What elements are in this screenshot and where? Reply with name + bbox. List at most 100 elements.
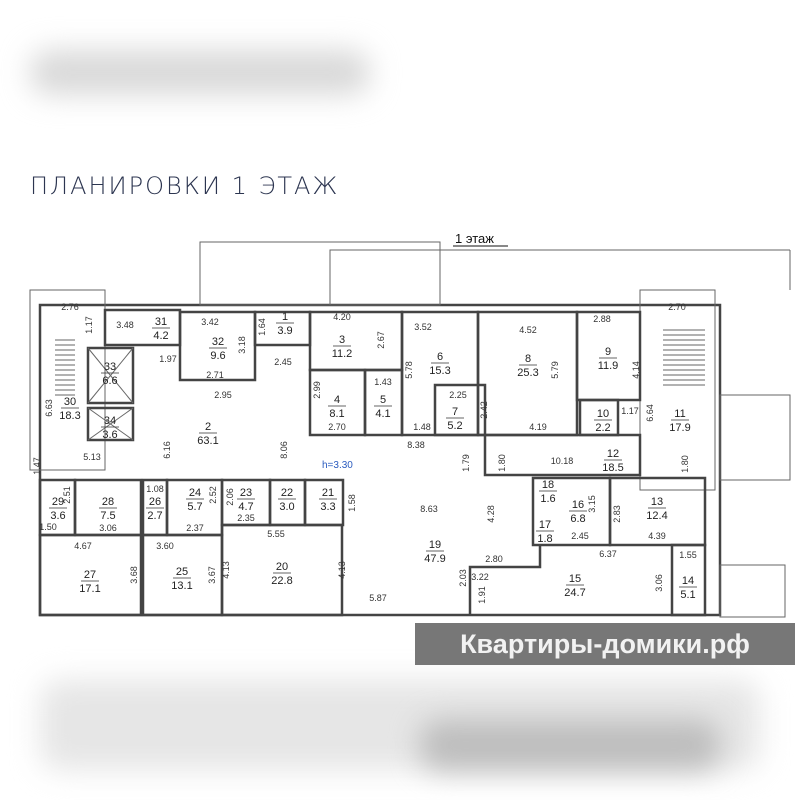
dimension-label: 6.16 — [162, 441, 172, 459]
room-28: 287.5 — [99, 496, 117, 522]
room-area: 3.6 — [102, 429, 117, 441]
room-21: 213.3 — [319, 487, 337, 513]
room-area: 24.7 — [564, 587, 585, 599]
dimension-label: 2.70 — [328, 422, 346, 432]
room-area: 22.8 — [271, 575, 292, 587]
dimension-label: 4.67 — [74, 541, 92, 551]
room-1: 13.9 — [276, 311, 294, 337]
room-7: 75.2 — [446, 406, 464, 432]
dimension-label: 3.06 — [654, 574, 664, 592]
room-area: 3.3 — [320, 501, 335, 513]
dimension-label: 2.45 — [571, 531, 589, 541]
room-number: 33 — [104, 361, 116, 373]
room-area: 63.1 — [197, 435, 218, 447]
dimension-label: 4.19 — [529, 422, 547, 432]
dimension-label: 2.67 — [376, 331, 386, 349]
room-number: 28 — [102, 496, 114, 508]
blurred-footer-dark — [420, 720, 720, 770]
room-area: 13.1 — [171, 580, 192, 592]
dimension-label: 6.63 — [44, 399, 54, 417]
room-area: 17.9 — [669, 422, 690, 434]
dimension-label: 4.20 — [333, 312, 351, 322]
room-area: 6.8 — [570, 513, 585, 525]
room-5: 54.1 — [374, 394, 392, 420]
room-area: 4.1 — [375, 408, 390, 420]
room-number: 32 — [212, 336, 224, 348]
dimension-label: 8.38 — [407, 440, 425, 450]
room-number: 23 — [240, 487, 252, 499]
dimension-label: 1.17 — [84, 316, 94, 334]
room-number: 19 — [429, 539, 441, 551]
room-number: 1 — [282, 311, 288, 323]
room-area: 15.3 — [429, 365, 450, 377]
dimension-label: 3.42 — [201, 317, 219, 327]
dimension-label: 2.70 — [668, 302, 686, 312]
dimension-label: 6.64 — [645, 404, 655, 422]
room-area: 4.2 — [153, 330, 168, 342]
room-number: 15 — [569, 573, 581, 585]
dimension-label: 1.91 — [477, 586, 487, 604]
dimension-label: 1.47 — [32, 457, 42, 475]
dimension-label: 3.48 — [116, 320, 134, 330]
dimension-label: 4.28 — [486, 505, 496, 523]
dimension-label: 3.06 — [99, 523, 117, 533]
dimension-label: 2.80 — [485, 554, 503, 564]
room-number: 14 — [682, 575, 694, 587]
dimension-label: 5.78 — [404, 361, 414, 379]
room-area: 3.6 — [50, 510, 65, 522]
room-10: 102.2 — [594, 408, 612, 434]
dimension-label: 2.83 — [612, 505, 622, 523]
room-6: 615.3 — [429, 351, 450, 377]
room-area: 6.6 — [102, 375, 117, 387]
room-14: 145.1 — [679, 575, 697, 601]
room-area: 2.7 — [147, 510, 162, 522]
room-29: 293.6 — [49, 496, 67, 522]
dimension-label: 3.22 — [471, 572, 489, 582]
room-area: 7.5 — [100, 510, 115, 522]
dimension-label: 1.80 — [680, 455, 690, 473]
room-number: 12 — [607, 448, 619, 460]
room-number: 3 — [339, 334, 345, 346]
room-number: 20 — [276, 561, 288, 573]
dimension-label: 2.76 — [61, 302, 79, 312]
room-area: 47.9 — [424, 553, 445, 565]
room-31: 314.2 — [152, 316, 170, 342]
room-11: 11 17.9 — [669, 408, 690, 434]
dimension-label: 2.51 — [62, 486, 72, 504]
room-area: 11.2 — [332, 348, 353, 360]
room-area: 25.3 — [517, 367, 538, 379]
stair-treads — [55, 329, 705, 396]
dimension-label: 2.88 — [593, 314, 611, 324]
dimension-label: 4.52 — [519, 325, 537, 335]
room-15: 15 24.7 — [564, 573, 585, 599]
room-area: 4.7 — [238, 501, 253, 513]
room-18: 181.6 — [539, 479, 557, 505]
room-2: 263.1 — [197, 421, 218, 447]
dimension-label: 3.52 — [414, 322, 432, 332]
room-area: 5.2 — [447, 420, 462, 432]
room-number: 2 — [205, 421, 211, 433]
dimension-label: 2.03 — [458, 569, 468, 587]
balcony-area — [199, 241, 441, 306]
stair-left — [29, 289, 106, 471]
room-19: 19 47.9 — [424, 539, 445, 565]
dimension-label: 2.37 — [186, 523, 204, 533]
dimension-label: 5.79 — [550, 361, 560, 379]
room-walls — [38, 308, 707, 617]
dimension-label: 2.25 — [449, 390, 467, 400]
room-9: 911.9 — [598, 346, 619, 372]
dimension-label: 3.60 — [156, 541, 174, 551]
dimension-label: 10.18 — [551, 456, 574, 466]
room-area: 1.8 — [537, 533, 552, 545]
room-number: 24 — [189, 487, 201, 499]
room-23: 234.7 — [237, 487, 255, 513]
dimension-label: 5.87 — [369, 593, 387, 603]
elevator-33 — [86, 346, 135, 405]
room-number: 11 — [674, 408, 685, 420]
dimension-label: 1.58 — [347, 494, 357, 512]
dimension-label: 1.55 — [679, 550, 697, 560]
dimension-label: 1.43 — [374, 377, 392, 387]
